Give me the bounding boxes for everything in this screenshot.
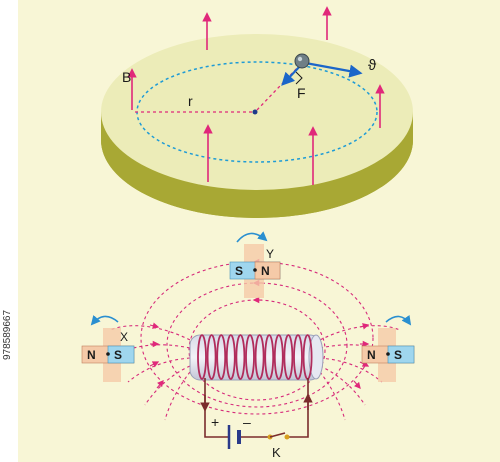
field-line <box>127 357 191 383</box>
solenoid-end <box>308 334 324 380</box>
circuit <box>200 378 313 438</box>
label-plus: + <box>211 414 219 430</box>
coil-turns <box>197 334 313 380</box>
label-y: Y <box>266 247 274 261</box>
compass-y-left: S <box>235 264 243 278</box>
coil-turn <box>273 334 284 380</box>
coil-turn <box>216 334 227 380</box>
compass-x-left: N <box>87 348 96 362</box>
compass-x: N S X <box>81 315 135 382</box>
right-angle-mark <box>295 71 303 85</box>
compass-right-right: S <box>394 348 402 362</box>
field-arrowhead <box>156 379 164 389</box>
charge-highlight <box>297 56 303 62</box>
label-velocity: ϑ <box>368 57 377 74</box>
coil-turn <box>293 334 303 380</box>
switch-contact <box>284 434 290 440</box>
field-line <box>319 344 391 353</box>
compass-right-left: N <box>367 348 376 362</box>
coil-turn <box>245 334 255 380</box>
compass-x-pivot <box>106 352 110 356</box>
label-f: F <box>297 85 306 101</box>
field-line <box>319 371 346 421</box>
switch-lever <box>269 432 286 438</box>
stock-sidebar: 978589667 <box>0 0 18 462</box>
label-minus: – <box>243 414 251 430</box>
coil-turn <box>225 334 236 380</box>
compass-y-rotation-arrow <box>236 231 268 243</box>
coil-turn <box>235 334 246 380</box>
label-b: B <box>122 69 131 85</box>
coil-turn <box>283 334 294 380</box>
field-arrowhead <box>359 360 370 367</box>
compass-y-right: N <box>261 264 270 278</box>
disc-center <box>252 109 258 115</box>
field-line <box>188 299 326 401</box>
velocity-arrow <box>299 60 363 78</box>
label-x: X <box>120 330 128 344</box>
compass-right-pivot <box>386 352 390 356</box>
compass-y-pivot <box>253 268 257 272</box>
compass-x-right: S <box>114 348 122 362</box>
compass-y: S N Y <box>229 231 281 298</box>
coil-turn <box>197 334 207 380</box>
field-line <box>144 365 191 406</box>
coil-turn <box>206 334 217 380</box>
field-arrowhead <box>353 380 361 390</box>
field-arrowhead <box>149 322 160 329</box>
label-k: K <box>272 445 281 460</box>
field-line <box>319 357 383 383</box>
compass-right: N S <box>361 314 415 382</box>
radius-to-charge <box>256 64 301 111</box>
field-arrowhead <box>359 323 370 330</box>
field-line <box>164 371 191 421</box>
coil-turn <box>264 334 275 380</box>
field-line <box>119 344 191 353</box>
compass-x-rotation-arrow <box>90 315 119 326</box>
compass-right-rotation-arrow <box>385 314 412 326</box>
coil-turn <box>254 334 265 380</box>
charge-particle <box>294 53 310 69</box>
field-line <box>319 365 366 406</box>
disc-group: B r F ϑ <box>101 6 413 218</box>
label-r: r <box>188 93 193 109</box>
solenoid <box>189 334 324 381</box>
field-arrowhead <box>149 361 160 368</box>
